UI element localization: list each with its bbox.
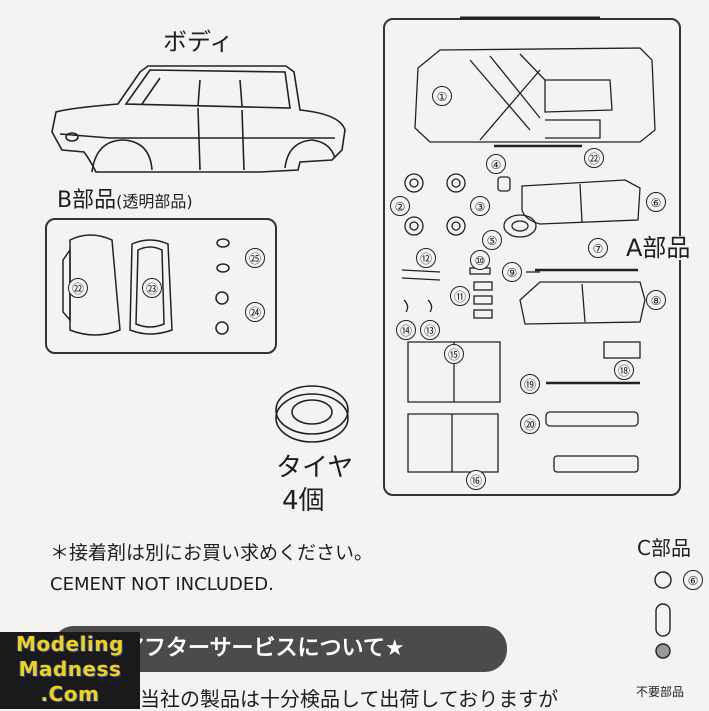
logo-line-2: Madness xyxy=(18,657,122,681)
a-part-number-1: ① xyxy=(432,86,452,106)
cement-notice-en: CEMENT NOT INCLUDED. xyxy=(50,574,274,595)
a-part-number-19: ⑲ xyxy=(520,374,540,394)
c-parts-title: C部品 xyxy=(637,536,691,560)
a-part-number-6: ⑥ xyxy=(646,192,666,212)
after-service-banner-text: アフターサービスについて★ xyxy=(122,636,405,661)
b-parts-frame xyxy=(45,218,277,354)
a-part-number-11: ⑪ xyxy=(450,286,470,306)
b-part-number-22: ㉒ xyxy=(68,278,88,298)
logo-line-3: .Com xyxy=(40,682,100,706)
a-part-number-4: ④ xyxy=(486,154,506,174)
b-part-number-25: ㉕ xyxy=(245,248,265,268)
after-service-text: 当社の製品は十分検品して出荷しておりますが xyxy=(140,687,559,711)
b-parts-title: B部品(透明部品) xyxy=(57,190,193,212)
tire-title: タイヤ xyxy=(276,453,354,483)
a-part-number-18: ⑱ xyxy=(614,360,634,380)
b-parts-title-main: B部品 xyxy=(57,188,117,213)
body-title: ボディ xyxy=(163,28,234,56)
b-parts-subtitle: (透明部品) xyxy=(116,192,193,211)
a-parts-title: A部品 xyxy=(624,234,693,262)
a-part-number-16: ⑯ xyxy=(466,470,486,490)
a-part-number-10: ⑩ xyxy=(470,250,490,270)
a-part-number-15: ⑮ xyxy=(444,344,464,364)
a-part-number-14: ⑭ xyxy=(396,320,416,340)
a-part-number-3: ③ xyxy=(470,196,490,216)
cement-notice-jp: ＊接着剤は別にお買い求めください。 xyxy=(50,542,374,564)
b-part-number-23: ㉓ xyxy=(142,278,162,298)
a-part-number-5: ⑤ xyxy=(482,230,502,250)
a-part-number-7: ⑦ xyxy=(588,238,608,258)
b-part-number-24: ㉔ xyxy=(245,302,265,322)
a-part-number-20: ⑳ xyxy=(520,414,540,434)
a-part-number-2: ② xyxy=(390,196,410,216)
tire-count: 4個 xyxy=(282,486,325,516)
a-part-number-8: ⑧ xyxy=(646,290,666,310)
a-part-number-9: ⑨ xyxy=(502,262,522,282)
a-part-number-22: ㉒ xyxy=(584,148,604,168)
c-part-number-6: ⑥ xyxy=(683,570,703,590)
a-part-number-12: ⑫ xyxy=(416,248,436,268)
logo-line-1: Modeling xyxy=(16,632,124,656)
modeling-madness-logo: Modeling Madness .Com xyxy=(0,632,140,709)
c-parts-unneeded-label: 不要部品 xyxy=(636,685,685,699)
a-part-number-13: ⑬ xyxy=(420,320,440,340)
